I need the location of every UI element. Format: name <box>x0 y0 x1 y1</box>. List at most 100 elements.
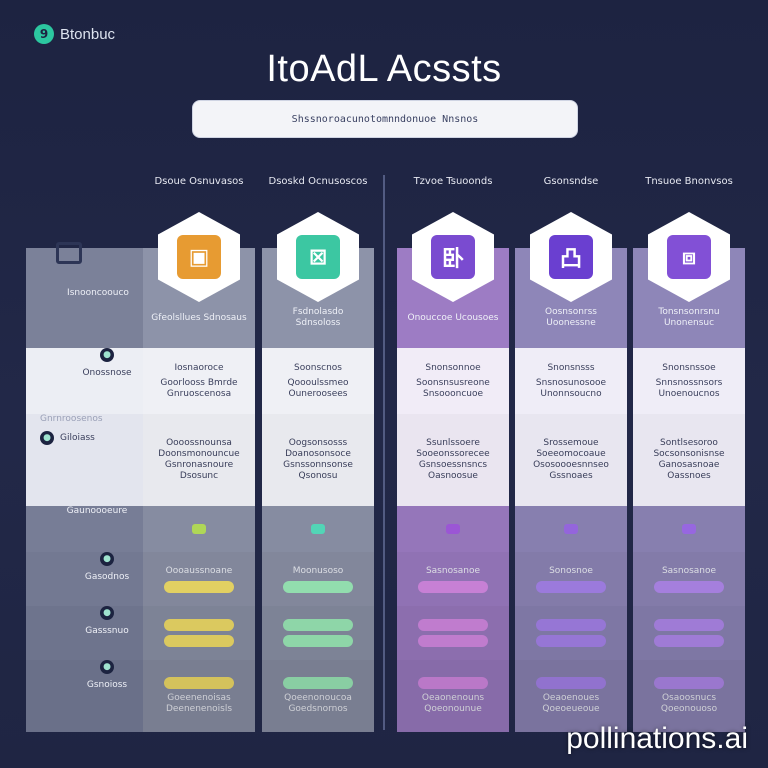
progress-bar <box>164 635 234 647</box>
plan-progress-label: Sasnosanoe <box>661 565 717 576</box>
plan-feature-1-text: Snonsonnoe <box>425 362 481 373</box>
plan-feature-1-text: Soonscnos <box>294 362 342 373</box>
label-row-2-line: ● Giloiass <box>40 431 95 445</box>
plan-progress-cell-2 <box>262 606 374 660</box>
plan-feature-1-text: Snonsnsss <box>547 362 595 373</box>
label-row-4-text: Gasodnos <box>84 572 130 582</box>
label-row-6-text: Gsnoioss <box>86 680 128 690</box>
feature-label-column: Isnooncoouco ● Onossnose Gnrnroosenos ● … <box>26 242 160 732</box>
circle-icon: ● <box>100 348 114 362</box>
plan-name-4: Tnsuoe Bnonvsos <box>645 176 733 187</box>
plan-chip-cell <box>143 506 255 552</box>
plan-footer-cell: Qoeenonoucoa Goedsnornos <box>262 660 374 732</box>
label-header-cell: Isnooncoouco <box>26 242 160 348</box>
progress-bar <box>283 677 353 689</box>
plan-icon: 卧 <box>431 235 475 279</box>
plan-footer-text: Goeenenoisas Deenenenoisls <box>165 693 233 714</box>
plan-icon: 凸 <box>549 235 593 279</box>
plan-column-2: Onouccoe Ucousoes Snonsonnoe Soonsnsusre… <box>397 248 509 732</box>
brand-name: Btonbuc <box>60 25 116 43</box>
circle-icon: ● <box>100 606 114 620</box>
plan-name-1: Dsoskd Ocnusoscos <box>268 176 368 187</box>
plan-badge[interactable]: ▣ <box>158 212 240 302</box>
search-bar-text: Shssnoroacunotomnndonuoe Nnsnos <box>291 113 479 125</box>
plan-progress-label: Moonusoso <box>292 565 344 576</box>
plan-icon: ⊠ <box>296 235 340 279</box>
progress-bar <box>164 677 234 689</box>
plan-feature-1-text: Iosnaoroce <box>174 362 224 373</box>
watermark: pollinations.ai <box>566 722 748 755</box>
plan-badge[interactable]: ⧈ <box>648 212 730 302</box>
plan-progress-label: Sonosnoe <box>549 565 593 576</box>
label-row-3-text: Gaunoooeure <box>66 506 128 516</box>
plan-footer-text: Qoeenonoucoa Goedsnornos <box>284 693 352 714</box>
plan-feature-2-text: Soonsnsusreone Snsoooncuoe <box>416 377 490 399</box>
progress-bar <box>164 619 234 631</box>
label-row-2: Gnrnroosenos ● Giloiass <box>26 414 160 506</box>
label-row-4: ● Gasodnos <box>26 552 160 606</box>
progress-bar <box>536 635 606 647</box>
page-title: ItoAdL Acssts <box>266 48 502 90</box>
plan-icon: ▣ <box>177 235 221 279</box>
progress-bar <box>536 580 606 593</box>
plan-feature-2-text: Goorlooss Bmrde Gnruoscenosa <box>160 377 238 399</box>
plan-feature-3-text: Ssunlssoere Sooeonssorecee Gsnsoessnsncs… <box>416 438 490 481</box>
plan-feature-1: Snonsnssoe Snnsnossnsors Unoenoucnos <box>633 348 745 414</box>
plan-progress-cell-1: Sasnosanoe <box>397 552 509 606</box>
brand: 9 Btonbuc <box>34 24 115 44</box>
column-divider <box>383 175 385 730</box>
plan-column-4: Tonsnsonrsnu Unonensuc Snonsnssoe Snnsno… <box>633 248 745 732</box>
plan-badge[interactable]: 凸 <box>530 212 612 302</box>
plan-header-text: Tonsnsonrsnu Unonensuc <box>658 307 720 328</box>
plan-feature-3: Srossemoue Soeeomocoaue Ososoooesnnseo G… <box>515 414 627 506</box>
plan-progress-label: Sasnosanoe <box>425 565 481 576</box>
plan-progress-cell-2 <box>633 606 745 660</box>
table-grid-icon <box>56 242 82 264</box>
plan-feature-3-text: Srossemoue Soeeomocoaue Ososoooesnnseo G… <box>533 438 609 481</box>
plan-header-text: Onouccoe Ucousoes <box>407 312 499 323</box>
plan-column-1: Fsdnolasdo Sdnsoloss Soonscnos Qoooulssm… <box>262 248 374 732</box>
plan-name-3: Gsonsndse <box>543 176 599 187</box>
plan-progress-cell-2 <box>515 606 627 660</box>
progress-bar <box>536 619 606 631</box>
plan-progress-cell-2 <box>397 606 509 660</box>
plan-icon: ⧈ <box>667 235 711 279</box>
status-chip-icon <box>446 524 460 534</box>
label-row-2-text: Giloiass <box>60 432 95 443</box>
label-header-text: Isnooncoouco <box>67 288 129 298</box>
progress-bar <box>283 580 353 593</box>
progress-bar <box>654 677 724 689</box>
plan-header-text: Gfeolsllues Sdnosaus <box>151 312 247 323</box>
plan-footer-cell: Goeenenoisas Deenenenoisls <box>143 660 255 732</box>
plan-name-2: Tzvoe Tsuoonds <box>413 176 493 187</box>
plan-footer-cell: Osaoosnucs Qoeonouoso <box>633 660 745 732</box>
plan-feature-2-text: Snsnosunosooe Unonnsoucno <box>535 377 607 399</box>
plan-footer-cell: Oeaoenoues Qoeoeueoue <box>515 660 627 732</box>
plan-progress-cell-1: Sonosnoe <box>515 552 627 606</box>
progress-bar <box>283 619 353 631</box>
search-bar[interactable]: Shssnoroacunotomnndonuoe Nnsnos <box>192 100 578 138</box>
plan-feature-2-text: Qoooulssmeo Ouneroosees <box>287 377 349 399</box>
plan-chip-cell <box>262 506 374 552</box>
progress-bar <box>164 580 234 593</box>
plan-feature-1: Snonsonnoe Soonsnsusreone Snsoooncuoe <box>397 348 509 414</box>
plan-feature-3: Sontlsesoroo Socsonsonisnse Ganosasnoae … <box>633 414 745 506</box>
plan-progress-label: Oooaussnoane <box>165 565 233 576</box>
plan-progress-cell-1: Oooaussnoane <box>143 552 255 606</box>
label-row-3: Gaunoooeure <box>26 506 160 552</box>
plan-feature-3-text: Sontlsesoroo Socsonsonisnse Ganosasnoae … <box>653 438 725 481</box>
circle-icon: ● <box>100 552 114 566</box>
plan-feature-1: Soonscnos Qoooulssmeo Ouneroosees <box>262 348 374 414</box>
plan-progress-cell-2 <box>143 606 255 660</box>
plan-chip-cell <box>397 506 509 552</box>
progress-bar <box>283 635 353 647</box>
circle-icon: ● <box>40 431 54 445</box>
plan-progress-cell-1: Moonusoso <box>262 552 374 606</box>
plan-footer-text: Oeaoenoues Qoeoeueoue <box>542 693 600 714</box>
plan-chip-cell <box>515 506 627 552</box>
status-chip-icon <box>564 524 578 534</box>
plan-header-text: Oosnsonrss Uoonessne <box>545 307 597 328</box>
plan-feature-1: Iosnaoroce Goorlooss Bmrde Gnruoscenosa <box>143 348 255 414</box>
progress-bar <box>418 635 488 647</box>
status-chip-icon <box>192 524 206 534</box>
